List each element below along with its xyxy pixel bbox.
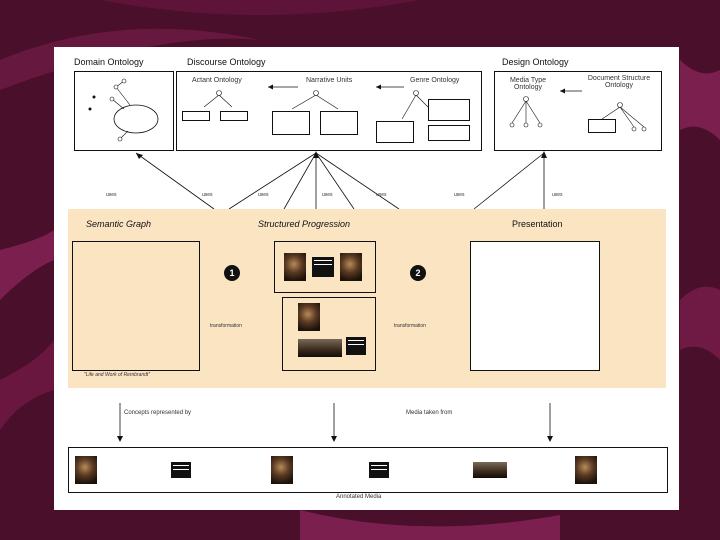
ontology-node (320, 111, 358, 135)
ontology-node (588, 119, 616, 133)
design-ontology-box (494, 71, 662, 151)
media-document (369, 462, 389, 478)
slide-canvas: Domain Ontology Discourse Ontology Desig… (54, 47, 679, 510)
progression-bottom-box (282, 297, 376, 371)
portrait-thumbnail (340, 253, 362, 281)
uses-label: uses (376, 192, 387, 198)
step-2-badge: 2 (410, 265, 426, 281)
semantic-graph-box (72, 241, 200, 371)
portrait-thumbnail (298, 303, 320, 331)
progression-top-box (274, 241, 376, 293)
document-thumbnail (346, 337, 366, 355)
media-document (171, 462, 191, 478)
graph-caption: "Life and Work of Rembrandt" (84, 372, 151, 378)
structured-progression-title: Structured Progression (258, 219, 351, 229)
uses-label: uses (454, 192, 465, 198)
ontology-node (272, 111, 310, 135)
concepts-represented-label: Concepts represented by (124, 410, 192, 416)
uses-label: uses (552, 192, 563, 198)
transformation-2-label: transformation (394, 323, 426, 329)
media-portrait (271, 456, 293, 484)
presentation-title: Presentation (512, 219, 563, 229)
document-thumbnail (312, 257, 334, 277)
domain-ontology-box (74, 71, 174, 151)
presentation-box (470, 241, 600, 371)
domain-ontology-title: Domain Ontology (74, 57, 144, 67)
annotated-media-box (68, 447, 668, 493)
media-portrait (75, 456, 97, 484)
discourse-ontology-title: Discourse Ontology (187, 57, 266, 67)
landscape-thumbnail (298, 339, 342, 357)
media-portrait (575, 456, 597, 484)
ontology-node (428, 125, 470, 141)
uses-label: uses (106, 192, 117, 198)
transformation-1-label: transformation (210, 323, 242, 329)
ontology-node (376, 121, 414, 143)
media-type-ontology-label: Media Type Ontology (509, 77, 547, 91)
uses-label: uses (322, 192, 333, 198)
genre-ontology-label: Genre Ontology (410, 77, 460, 84)
design-ontology-title: Design Ontology (502, 57, 569, 67)
discourse-ontology-box (176, 71, 482, 151)
uses-label: uses (258, 192, 269, 198)
step-1-badge: 1 (224, 265, 240, 281)
annotated-media-label: Annotated Media (336, 494, 382, 500)
document-structure-ontology-label: Document Structure Ontology (587, 75, 651, 89)
portrait-thumbnail (284, 253, 306, 281)
uses-label: uses (202, 192, 213, 198)
semantic-graph-title: Semantic Graph (86, 219, 152, 229)
narrative-units-label: Narrative Units (306, 77, 353, 84)
media-landscape (473, 462, 507, 478)
media-taken-from-label: Media taken from (406, 410, 453, 416)
ontology-node (428, 99, 470, 121)
actant-ontology-label: Actant Ontology (192, 77, 242, 84)
process-band: Semantic Graph Structured Progression Pr… (68, 209, 666, 388)
ontology-node (220, 111, 248, 121)
ontology-node (182, 111, 210, 121)
